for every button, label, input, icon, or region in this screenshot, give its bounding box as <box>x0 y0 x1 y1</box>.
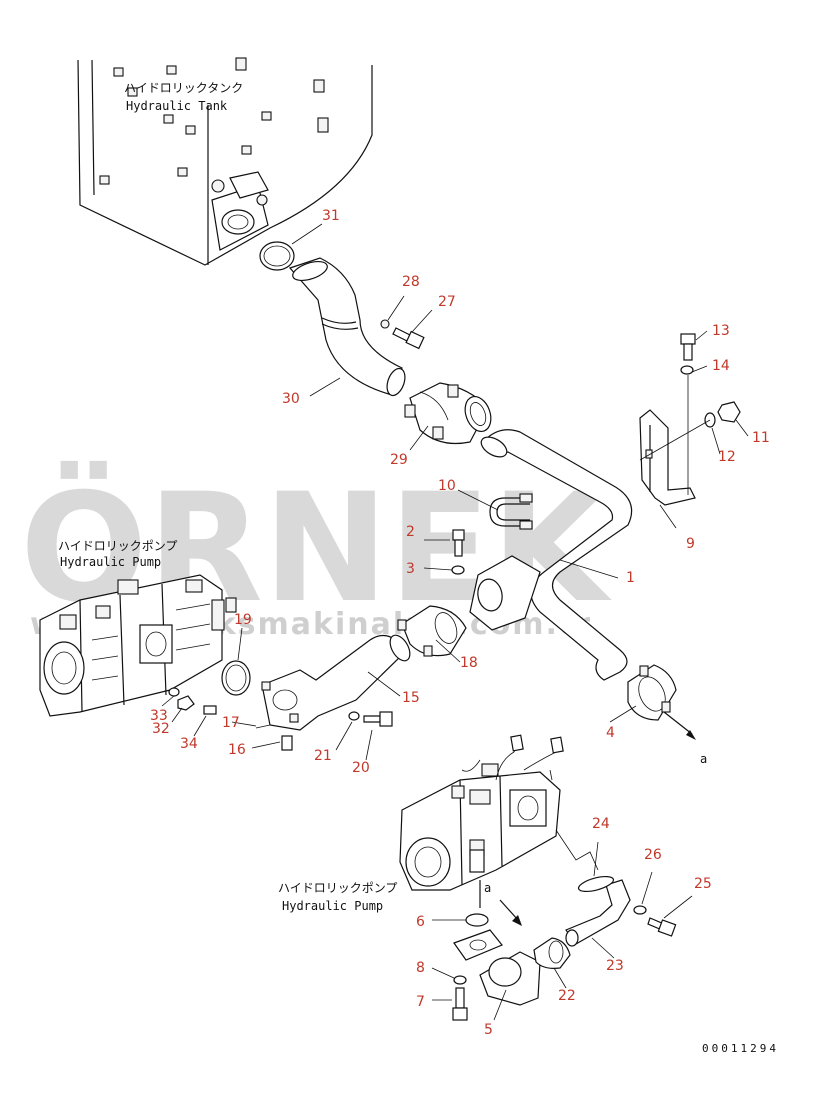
bolt-27 <box>392 327 425 350</box>
washer-21 <box>348 711 360 721</box>
callout-34: 34 <box>180 736 198 752</box>
block-5 <box>453 929 541 1006</box>
callout-6: 6 <box>416 914 425 930</box>
coupling-18 <box>397 605 467 657</box>
callout-32: 32 <box>152 721 170 737</box>
bolt-2 <box>452 529 465 557</box>
bolt-13 <box>680 333 696 361</box>
callout-20: 20 <box>352 760 370 776</box>
coupling-29 <box>404 382 492 445</box>
bolt-25 <box>647 917 677 937</box>
callout-19: 19 <box>234 612 252 628</box>
washer-8 <box>453 975 467 985</box>
callout-28: 28 <box>402 274 420 290</box>
callout-16: 16 <box>228 742 246 758</box>
tank-bolts <box>99 57 329 185</box>
callout-24: 24 <box>592 816 610 832</box>
callout-13: 13 <box>712 323 730 339</box>
lower-hydraulic-pump <box>399 734 599 891</box>
callout-3: 3 <box>406 561 415 577</box>
plug-32 <box>177 695 195 711</box>
callout-14: 14 <box>712 358 730 374</box>
callout-25: 25 <box>694 876 712 892</box>
callout-29: 29 <box>390 452 408 468</box>
arrow-ref-lower: a <box>484 881 491 895</box>
callout-7: 7 <box>416 994 425 1010</box>
coupling-4 <box>627 664 677 721</box>
upper-hydraulic-pump <box>39 574 237 717</box>
plug-16 <box>281 735 293 751</box>
callout-18: 18 <box>460 655 478 671</box>
callout-9: 9 <box>686 536 695 552</box>
callout-22: 22 <box>558 988 576 1004</box>
callout-8: 8 <box>416 960 425 976</box>
callout-33: 33 <box>150 708 168 724</box>
callout-5: 5 <box>484 1022 493 1038</box>
callout-12: 12 <box>718 449 736 465</box>
pump-upper-label-jp: ハイドロリックポンプ <box>58 539 177 553</box>
o-ring-6 <box>465 913 489 927</box>
callout-2: 2 <box>406 524 415 540</box>
callout-31: 31 <box>322 208 340 224</box>
flange-24 <box>577 875 615 893</box>
hose-1 <box>484 429 633 681</box>
pump-lower-label-jp: ハイドロリックポンプ <box>278 881 397 895</box>
o-ring-33 <box>168 687 180 697</box>
bolt-20 <box>363 711 393 727</box>
u-bolt-10 <box>489 493 533 530</box>
callout-4: 4 <box>606 725 615 741</box>
washer-28 <box>380 319 390 329</box>
tank-suction-port <box>211 171 269 251</box>
hydraulic-tank <box>77 57 373 266</box>
pump-upper-label-en: Hydraulic Pump <box>60 555 161 569</box>
callout-17: 17 <box>222 715 240 731</box>
pipe-15 <box>261 634 411 731</box>
pump-lower-label-en: Hydraulic Pump <box>282 899 383 913</box>
callout-26: 26 <box>644 847 662 863</box>
elbow-tube-30 <box>288 257 403 396</box>
callout-15: 15 <box>402 690 420 706</box>
o-ring-19 <box>221 660 251 696</box>
tank-outline <box>77 59 373 266</box>
nut-11 <box>717 401 741 423</box>
washer-26 <box>633 905 647 915</box>
pipe-23 <box>565 879 631 947</box>
washer-3 <box>451 565 465 575</box>
callout-leaders <box>161 223 749 1021</box>
tank-label-en: Hydraulic Tank <box>126 99 228 113</box>
plug-34 <box>203 705 217 715</box>
callout-21: 21 <box>314 748 332 764</box>
callout-numbers: 1 2 3 4 5 6 7 8 9 10 11 12 13 14 15 16 1… <box>150 208 770 1038</box>
tank-label-jp: ハイドロリックタンク <box>124 81 243 95</box>
callout-23: 23 <box>606 958 624 974</box>
callout-27: 27 <box>438 294 456 310</box>
upper-hose-assembly: a <box>259 241 707 766</box>
callout-11: 11 <box>752 430 770 446</box>
callout-30: 30 <box>282 391 300 407</box>
o-ring-31 <box>259 241 295 271</box>
callout-1: 1 <box>626 570 635 586</box>
callout-10: 10 <box>438 478 456 494</box>
bolt-7 <box>452 987 468 1021</box>
arrow-ref-upper: a <box>700 752 707 766</box>
bracket-9 <box>639 409 696 506</box>
drawing-number: 00011294 <box>702 1042 779 1055</box>
washer-14 <box>680 365 694 375</box>
coupling-22 <box>533 937 571 969</box>
